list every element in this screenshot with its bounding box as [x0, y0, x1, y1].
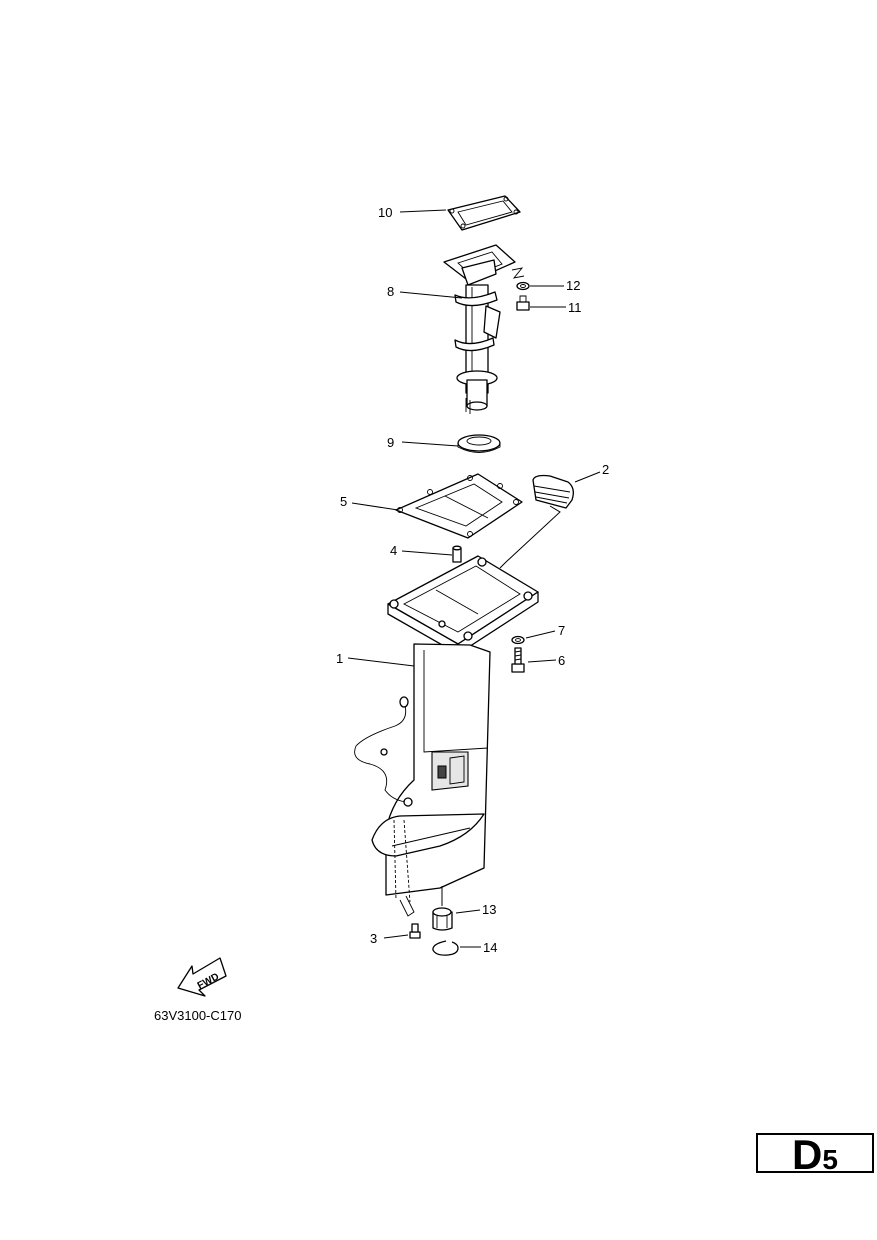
callout-5: 5: [340, 494, 347, 509]
part-8-exhaust-guide: [443, 244, 516, 414]
callout-4: 4: [390, 543, 397, 558]
part-1-upper-casing: [354, 555, 539, 917]
part-14-circlip: [432, 940, 459, 956]
part-7-washer: [511, 635, 525, 645]
callout-8: 8: [387, 284, 394, 299]
callout-14: 14: [483, 940, 497, 955]
page-code: D5: [758, 1134, 872, 1180]
page-code-box: D5: [756, 1133, 874, 1176]
part-5-gasket: [395, 473, 523, 539]
part-11-bolt: [516, 295, 530, 311]
callout-11: 11: [568, 300, 582, 315]
part-4-dowel: [452, 545, 462, 563]
leader-lines: [347, 209, 601, 948]
callout-10: 10: [378, 205, 392, 220]
callout-2: 2: [602, 462, 609, 477]
callout-6: 6: [558, 653, 565, 668]
drawing-code: 63V3100-C170: [154, 1008, 242, 1023]
part-3-screw: [409, 923, 421, 939]
callout-1: 1: [336, 651, 343, 666]
part-13-bushing: [432, 907, 453, 931]
part-12-washer: [511, 267, 530, 291]
callout-7: 7: [558, 623, 565, 638]
part-2-plug: [532, 474, 574, 509]
page-code-letter: D: [792, 1131, 823, 1178]
fwd-arrow-icon: FWD: [177, 957, 227, 997]
callout-labels: 1 2 3 4 5 6 7 8 9 10 11 12 13 14: [336, 205, 609, 955]
part-10-gasket: [447, 195, 521, 231]
callout-12: 12: [566, 278, 580, 293]
callout-3: 3: [370, 931, 377, 946]
page-code-number: 5: [822, 1144, 838, 1175]
callout-13: 13: [482, 902, 496, 917]
callout-9: 9: [387, 435, 394, 450]
part-6-bolt: [511, 647, 525, 673]
part-9-seal: [457, 434, 501, 453]
